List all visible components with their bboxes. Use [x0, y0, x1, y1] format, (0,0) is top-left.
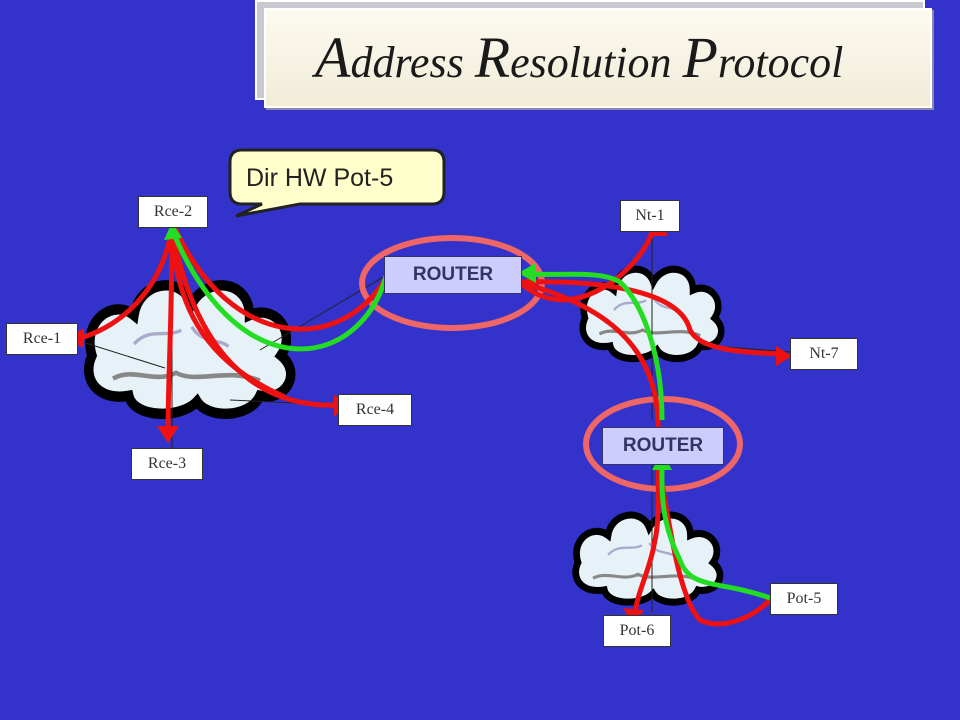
- arp-request-arrows: [79, 226, 781, 627]
- callout-text: Dir HW Pot-5: [246, 164, 393, 192]
- arp-reply-arrows: [171, 233, 771, 601]
- router-lower[interactable]: ROUTER: [602, 427, 724, 465]
- node-rce-1[interactable]: Rce-1: [6, 323, 78, 355]
- node-rce-2[interactable]: Rce-2: [138, 196, 208, 228]
- node-nt-1[interactable]: Nt-1: [620, 200, 680, 232]
- callout-bubble: Dir HW Pot-5: [228, 148, 446, 218]
- router-main[interactable]: ROUTER: [384, 256, 522, 294]
- node-pot-5[interactable]: Pot-5: [770, 583, 838, 615]
- node-pot-6[interactable]: Pot-6: [603, 615, 671, 647]
- title-banner: [264, 8, 932, 108]
- node-rce-4[interactable]: Rce-4: [338, 394, 412, 426]
- cloud-bottom: [576, 515, 720, 602]
- page-title: Address Resolution Protocol: [315, 25, 844, 90]
- node-nt-7[interactable]: Nt-7: [790, 338, 858, 370]
- node-rce-3[interactable]: Rce-3: [131, 448, 203, 480]
